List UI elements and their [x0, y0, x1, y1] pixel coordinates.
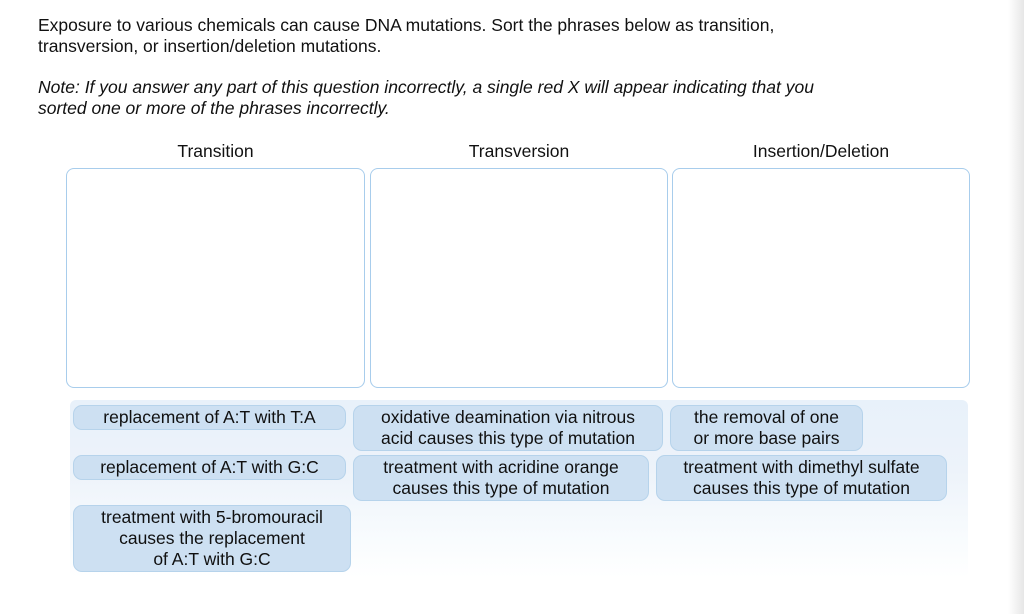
bank-row: treatment with 5-bromouracil causes the … — [73, 505, 968, 572]
phrase-chip[interactable]: oxidative deamination via nitrous acid c… — [353, 405, 663, 451]
phrase-chip[interactable]: the removal of one or more base pairs — [670, 405, 863, 451]
drop-zone-transversion[interactable] — [370, 168, 668, 388]
category-label-transition: Transition — [177, 141, 254, 161]
phrase-bank: replacement of A:T with T:A oxidative de… — [70, 400, 968, 578]
drop-zone-insertion-deletion[interactable] — [672, 168, 970, 388]
page-edge-shading — [1008, 0, 1024, 614]
phrase-chip[interactable]: treatment with dimethyl sulfate causes t… — [656, 455, 947, 501]
category-label-insertion-deletion: Insertion/Deletion — [752, 141, 890, 161]
phrase-chip[interactable]: replacement of A:T with T:A — [73, 405, 346, 430]
bank-row: replacement of A:T with G:C treatment wi… — [73, 455, 968, 501]
question-note: Note: If you answer any part of this que… — [38, 77, 814, 118]
drop-zone-transition[interactable] — [66, 168, 365, 388]
category-headers: Transition Transversion Insertion/Deleti… — [66, 141, 970, 162]
question-instructions: Exposure to various chemicals can cause … — [38, 15, 775, 56]
phrase-chip[interactable]: replacement of A:T with G:C — [73, 455, 346, 480]
drop-zones — [66, 168, 970, 388]
bank-row: replacement of A:T with T:A oxidative de… — [73, 405, 968, 451]
phrase-chip[interactable]: treatment with acridine orange causes th… — [353, 455, 649, 501]
category-label-transversion: Transversion — [468, 141, 570, 161]
phrase-chip[interactable]: treatment with 5-bromouracil causes the … — [73, 505, 351, 572]
